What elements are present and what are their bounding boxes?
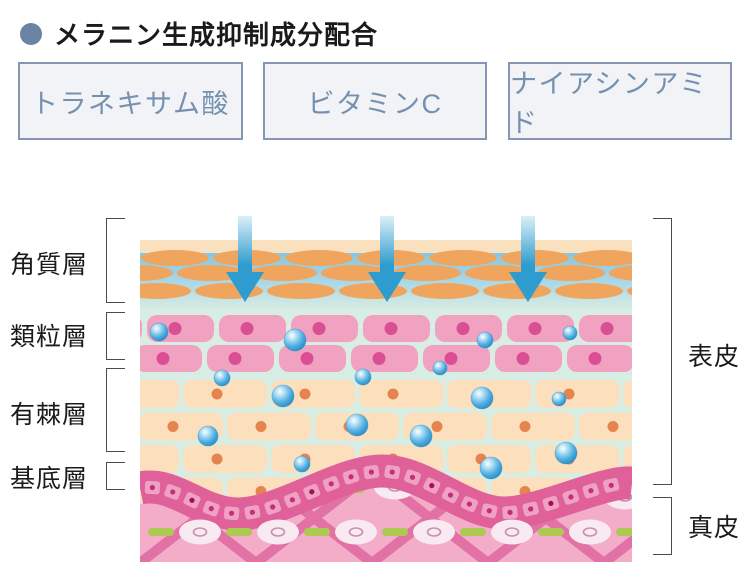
- bracket-epidermis: [653, 218, 672, 485]
- ingredient-label: ナイアシンアミド: [510, 69, 708, 138]
- bracket-dermis: [653, 497, 672, 555]
- label-basal-layer: 基底層: [10, 465, 89, 493]
- ingredient-box-tranexamic-acid: トラネキサム酸: [18, 62, 243, 140]
- skin-illustration: [140, 216, 632, 562]
- ingredient-box-niacinamide: ナイアシンアミド: [508, 62, 732, 140]
- bracket-granular-layer: [106, 312, 125, 360]
- down-arrow-icon: [226, 216, 264, 302]
- bracket-basal-layer: [106, 462, 125, 490]
- section-title: メラニン生成抑制成分配合: [54, 20, 379, 50]
- ingredient-label: トラネキサム酸: [31, 88, 230, 119]
- bracket-stratum-corneum: [106, 218, 125, 303]
- bracket-spinous-layer: [106, 368, 125, 452]
- bullet-icon: [20, 22, 42, 45]
- ingredient-box-vitamin-c: ビタミンC: [263, 62, 487, 140]
- label-granular-layer: 類粒層: [10, 323, 89, 351]
- label-stratum-corneum: 角質層: [10, 251, 89, 279]
- down-arrow-icon: [368, 216, 406, 302]
- label-epidermis: 表皮: [688, 343, 741, 371]
- label-dermis: 真皮: [688, 514, 741, 542]
- section-header: メラニン生成抑制成分配合: [20, 15, 378, 52]
- ingredient-label: ビタミンC: [307, 88, 443, 119]
- label-spinous-layer: 有棘層: [10, 401, 89, 429]
- down-arrow-icon: [509, 216, 547, 302]
